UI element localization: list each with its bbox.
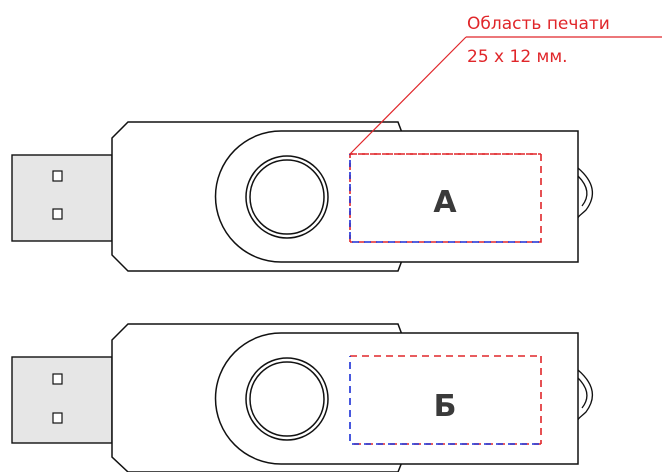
annotation-title: Область печати [467, 14, 610, 34]
usb-stick-b: Б [11, 323, 594, 472]
usb-connector [11, 356, 113, 444]
zone-letter-a: А [433, 185, 457, 220]
pivot-inner [249, 361, 325, 437]
lanyard-loop [577, 167, 594, 219]
annotation-size: 25 х 12 мм. [467, 47, 568, 67]
connector-hole [52, 373, 63, 385]
print-area-b [349, 355, 542, 445]
print-area-annotation: Область печати 25 х 12 мм. [349, 14, 662, 155]
usb-stick-a: А [11, 121, 594, 272]
zone-letter-b: Б [434, 389, 457, 424]
usb-connector [11, 154, 113, 242]
lanyard-loop-inner [577, 175, 588, 207]
pivot-inner [249, 159, 325, 235]
connector-hole [52, 170, 63, 182]
leader-line [349, 36, 467, 155]
lanyard-loop-inner [577, 377, 588, 409]
connector-hole [52, 208, 63, 220]
lanyard-loop [577, 369, 594, 421]
connector-hole [52, 412, 63, 424]
